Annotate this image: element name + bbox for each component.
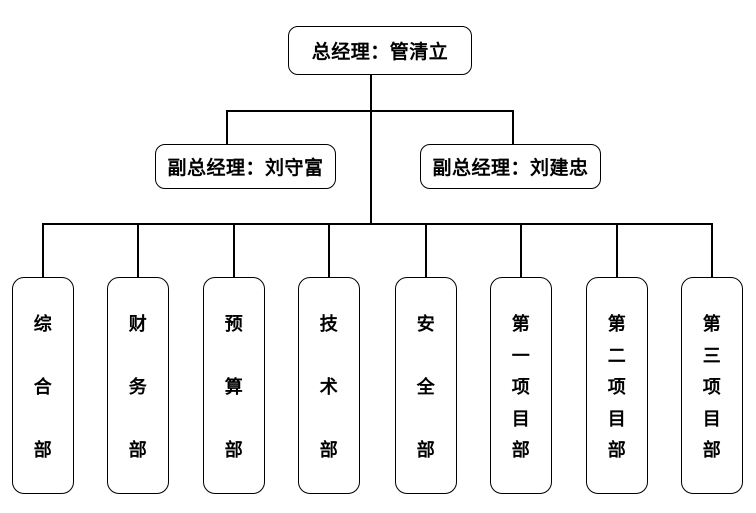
node-project-dept-2-label: 第二项目部 [607, 314, 627, 460]
node-dept-budget: 预算部 [203, 277, 265, 494]
node-general-manager-label: 总经理：管清立 [311, 42, 449, 63]
node-dept-technology-label: 技术部 [319, 314, 339, 460]
node-deputy-manager-1: 副总经理：刘守富 [155, 144, 336, 189]
node-dept-general-affairs-label: 综合部 [33, 314, 53, 460]
node-project-dept-1: 第一项目部 [490, 277, 552, 494]
node-dept-finance: 财务部 [107, 277, 169, 494]
node-dept-safety-label: 安全部 [416, 314, 436, 460]
node-deputy-manager-1-label: 副总经理：刘守富 [167, 158, 324, 179]
node-project-dept-2: 第二项目部 [586, 277, 648, 494]
node-project-dept-3-label: 第三项目部 [702, 314, 722, 460]
node-dept-budget-label: 预算部 [224, 314, 244, 460]
node-dept-finance-label: 财务部 [128, 314, 148, 460]
node-dept-technology: 技术部 [298, 277, 360, 494]
node-dept-general-affairs: 综合部 [12, 277, 74, 494]
node-deputy-manager-2-label: 副总经理：刘建忠 [432, 158, 589, 179]
node-dept-safety: 安全部 [395, 277, 457, 494]
node-deputy-manager-2: 副总经理：刘建忠 [420, 144, 601, 189]
node-project-dept-3: 第三项目部 [681, 277, 743, 494]
node-general-manager: 总经理：管清立 [288, 26, 472, 75]
node-project-dept-1-label: 第一项目部 [511, 314, 531, 460]
